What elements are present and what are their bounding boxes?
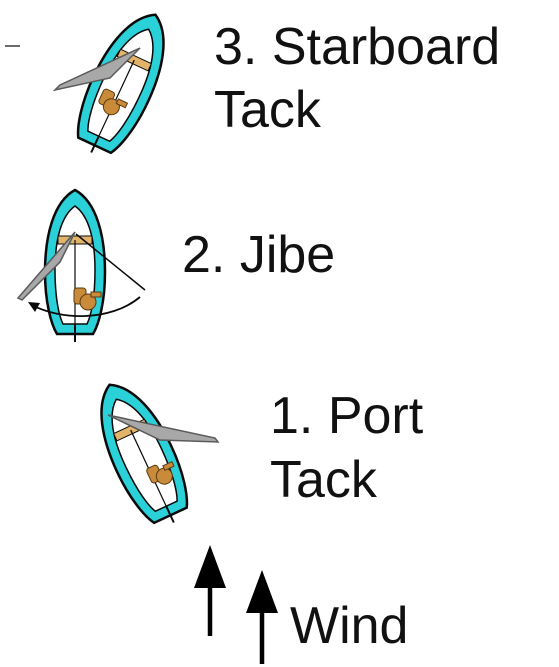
- step-2-label: 2. Jibe: [182, 226, 336, 284]
- rotation-arrow-icon: [31, 296, 141, 317]
- sail-icon: [107, 414, 220, 443]
- sail-icon: [16, 231, 76, 301]
- sailboat-icon: [81, 370, 203, 537]
- step-3-label-line2: Tack: [214, 81, 321, 139]
- step-3-label-line1: 3. Starboard: [214, 18, 501, 76]
- boat-starboard-tack: [5, 0, 184, 167]
- step-1-label-line1: 1. Port: [270, 387, 424, 445]
- boat-port-tack: [81, 370, 220, 537]
- sail-icon: [52, 47, 141, 92]
- wind-label: Wind: [290, 597, 409, 655]
- wind-arrows: [194, 545, 278, 664]
- step-1-label-line2: Tack: [270, 451, 377, 509]
- wind-arrow-icon: [194, 545, 226, 636]
- wind-arrow-icon: [246, 570, 278, 664]
- boat-jibe: [16, 188, 146, 344]
- boom-line: [75, 233, 146, 291]
